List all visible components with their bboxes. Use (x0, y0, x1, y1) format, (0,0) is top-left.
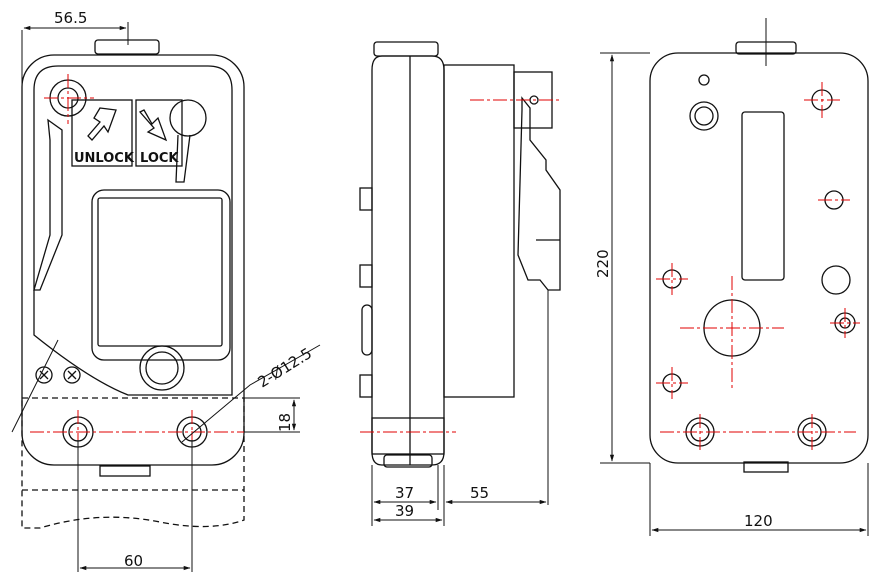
dim-60-ext (77, 440, 193, 572)
side-top-button (373, 41, 439, 57)
unlock-label: UNLOCK (74, 151, 135, 166)
pivot-centerline (44, 74, 94, 124)
side-bottom-tab (383, 454, 433, 468)
back-hole-ring-inner (694, 106, 714, 126)
side-body (443, 64, 515, 398)
back-bottom-tab (743, 461, 789, 473)
inner-panel (33, 65, 233, 396)
cl-right-2 (830, 308, 860, 338)
side-tab-2 (359, 264, 373, 288)
window-frame (91, 189, 231, 361)
dim-120-ext (649, 463, 869, 536)
side-centerlines (360, 99, 560, 433)
back-hole-right-round (821, 265, 851, 295)
front-dimensions (11, 22, 321, 572)
cl-left-2 (656, 367, 688, 399)
dim-37-label: 37 (395, 484, 414, 502)
round-button-inner (145, 351, 179, 385)
front-view (21, 39, 245, 529)
lock-plate (135, 99, 183, 167)
lock-label: LOCK (140, 151, 179, 166)
body-outline (21, 54, 245, 466)
back-hole-ring-outer (689, 101, 719, 131)
handle-lever (33, 118, 63, 291)
cl-left-1 (656, 263, 688, 295)
side-tab-3 (359, 374, 373, 398)
dim-55-label: 55 (470, 484, 489, 502)
side-tab-1 (359, 187, 373, 211)
plate-leader (11, 339, 59, 433)
side-knob (361, 304, 373, 356)
side-handle (517, 96, 561, 291)
back-dimensions (600, 18, 869, 536)
side-dim-ext (371, 290, 549, 526)
cl-top-right (804, 82, 840, 118)
dim-220-label: 220 (594, 249, 612, 278)
back-texts: 220 120 (594, 249, 773, 530)
side-texts: 37 39 55 (395, 484, 489, 520)
unlock-arrow-icon (87, 107, 117, 141)
dim-39-label: 39 (395, 502, 414, 520)
side-dimensions (371, 290, 549, 526)
screw-right (63, 366, 81, 384)
unlock-plate (71, 99, 133, 167)
cl-mounts (660, 414, 856, 450)
side-view (359, 41, 561, 468)
holes-leader (181, 344, 321, 443)
lock-arrow-icon (138, 109, 168, 142)
round-button-outer (139, 345, 185, 391)
dim-120-label: 120 (744, 512, 773, 530)
screw-marks (39, 370, 77, 380)
back-centerlines (656, 82, 860, 450)
key-stem (175, 134, 191, 183)
dim-18-ext (244, 397, 300, 433)
front-centerlines (30, 74, 255, 454)
dim-60-label: 60 (124, 552, 143, 570)
back-view (649, 41, 869, 473)
back-plate (649, 52, 869, 464)
dim-holes-label: 2-Ø12.5 (255, 344, 316, 391)
front-texts: UNLOCK LOCK 56.5 2-Ø12.5 18 60 (54, 9, 315, 570)
window-glass (97, 197, 223, 347)
cl-center (680, 276, 784, 390)
dim-220-ext (600, 52, 650, 464)
side-mount (371, 417, 445, 455)
dim-56-5-label: 56.5 (54, 9, 87, 27)
top-button (94, 39, 160, 55)
back-slot (741, 111, 785, 281)
dim-18-label: 18 (276, 413, 294, 432)
key-knob (169, 99, 207, 137)
back-hole-small-1 (698, 74, 710, 86)
side-front-plate (371, 55, 445, 466)
bottom-tab (99, 465, 151, 477)
